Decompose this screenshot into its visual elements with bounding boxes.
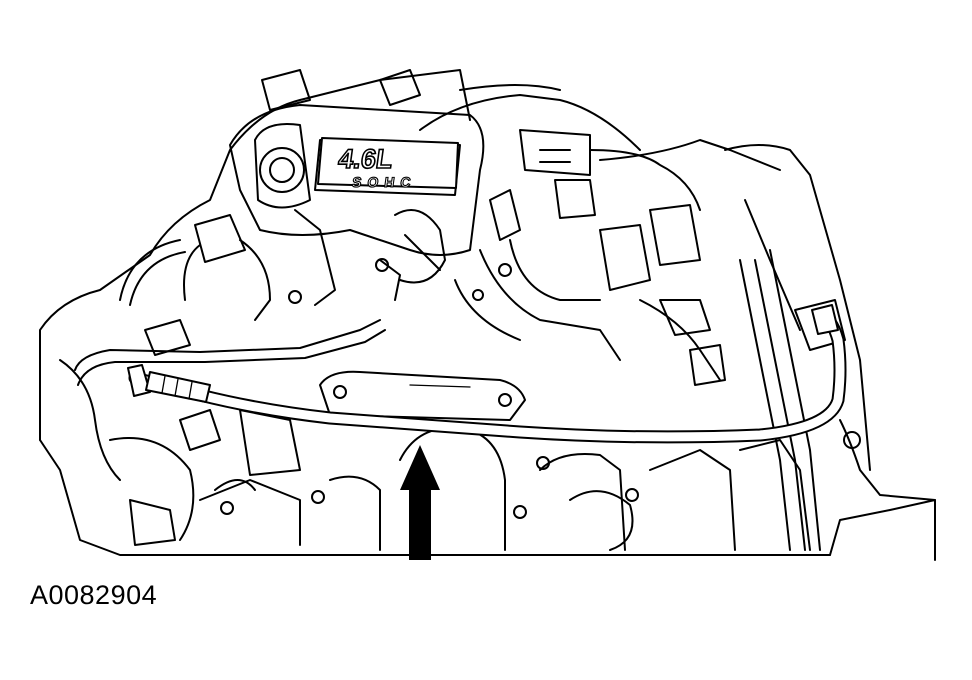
engine-badge: 4.6L SOHC — [317, 137, 459, 191]
highlighted-hose — [127, 304, 847, 444]
hose-coupling — [145, 371, 211, 403]
hose-end-fitting-right — [811, 304, 839, 335]
engine-label-displacement: 4.6L — [337, 143, 395, 174]
figure-id-label: A0082904 — [30, 580, 158, 610]
hose-end-fitting-left — [127, 364, 151, 397]
hose-bracket — [220, 370, 639, 519]
engine-label-valvetrain: SOHC — [351, 174, 418, 190]
intake-manifold — [183, 104, 485, 321]
fuel-rail-area — [288, 189, 726, 386]
engine-block-outline — [39, 69, 936, 561]
up-arrow-icon — [400, 445, 440, 560]
left-tubing — [74, 239, 386, 476]
right-side-hoses — [724, 144, 936, 551]
upper-connectors — [261, 69, 781, 219]
